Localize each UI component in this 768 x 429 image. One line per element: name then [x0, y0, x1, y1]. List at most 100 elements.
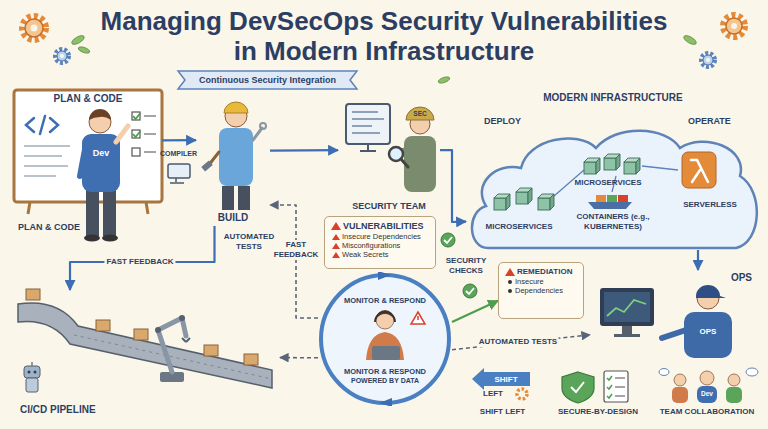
node-text: CI/CD PIPELINE: [20, 404, 280, 416]
edge-label: FAST FEEDBACK: [104, 257, 175, 267]
security-figure: [346, 104, 390, 144]
edge-label: FAST FEEDBACK: [269, 240, 323, 260]
stage-label: PLAN & CODE: [16, 222, 82, 233]
team-icon: [697, 386, 717, 403]
build-stage: BUILD: [196, 96, 270, 226]
builder-figure: [238, 186, 250, 210]
conveyor-belt: [204, 345, 218, 356]
banner-ribbon: [178, 71, 357, 89]
flow-arrow: [70, 226, 215, 290]
ops-monitor: [607, 300, 646, 316]
operator-figure: [375, 312, 395, 322]
container-ship: [596, 195, 606, 202]
edge-label: AUTOMATED TESTS: [477, 337, 559, 347]
serverless-icon: [682, 152, 716, 188]
node-text: Weak Secrets: [330, 250, 430, 259]
cube-icon: [516, 192, 528, 204]
team-icon: [728, 374, 740, 386]
node-text: VULNERABILITIES: [330, 221, 430, 232]
robot-arm: [155, 327, 161, 333]
cycle-ring: [318, 272, 452, 406]
phase-label: OPERATE: [688, 116, 731, 127]
gear-icon: [703, 55, 713, 65]
node-text: OPS: [590, 272, 752, 284]
feedback-arrow: [452, 335, 590, 350]
link-line: [642, 166, 678, 170]
team-icon: [674, 374, 686, 386]
ops-monitor: [614, 334, 640, 337]
cloud-outline: [472, 131, 757, 248]
secure-design-icon: [562, 372, 594, 403]
gear-icon: [55, 49, 69, 63]
node-text: PLAN & CODE: [14, 93, 162, 105]
phase-label: DEPLOY: [484, 116, 521, 127]
builder-figure: [224, 102, 248, 113]
leaf: [438, 76, 451, 85]
flow-arrow: [270, 149, 338, 152]
conveyor-belt: [18, 289, 272, 388]
whiteboard: [26, 116, 58, 134]
small-robot: [24, 362, 40, 392]
team-icon: [746, 368, 758, 376]
developer-figure: [84, 235, 100, 242]
shift-left-icon: [517, 389, 527, 399]
practice-icon: SECURE-BY-DESIGN: [548, 368, 648, 420]
operator-figure: [417, 316, 419, 320]
check-icon: [441, 233, 477, 298]
serverless-icon: [691, 160, 708, 182]
builder-figure: [201, 102, 266, 210]
node-text: SECURITY TEAM: [338, 201, 440, 212]
tool-label: COMPILER: [160, 150, 197, 158]
security-figure: [352, 112, 384, 133]
cube-icon: [528, 188, 532, 204]
whiteboard: [14, 90, 162, 202]
conveyor-belt: [26, 289, 40, 300]
secure-design-icon: [571, 382, 584, 392]
flow-arrow: [440, 150, 466, 222]
helmet-text: SEC: [410, 110, 430, 118]
shirt-text: Dev: [86, 148, 116, 159]
gear-icon: [31, 25, 38, 32]
shift-left-icon: [472, 368, 484, 390]
cube-icon: [604, 158, 616, 170]
icon-text: LEFT: [476, 389, 510, 399]
node-text: POWERED BY DATA: [318, 377, 452, 385]
icon-text: SHIFT: [484, 375, 528, 385]
node-text: CONTAINERS (e.g., KUBERNETES): [566, 212, 660, 232]
node-text: BUILD: [196, 212, 270, 224]
node-text: Insecure Dependencies: [330, 232, 430, 241]
pipeline-stage: CI/CD PIPELINE: [10, 290, 280, 420]
compiler-icon: [168, 164, 190, 183]
ops-monitor: [622, 326, 632, 334]
ops-monitor: [604, 292, 650, 322]
secure-design-icon: [607, 376, 612, 398]
operator-figure: [366, 310, 425, 360]
node-text: MONITOR & RESPOND: [318, 296, 452, 305]
secure-design-icon: [615, 378, 625, 396]
small-robot: [26, 378, 38, 392]
small-robot: [28, 371, 31, 374]
container-group: CONTAINERS (e.g., KUBERNETES): [566, 212, 660, 234]
serverless-icon: [682, 152, 716, 188]
ops-station: OPS: [590, 270, 760, 360]
whiteboard: [24, 146, 70, 176]
security-figure: [346, 104, 436, 192]
shift-left-icon: [484, 372, 530, 386]
small-robot: [24, 366, 40, 378]
builder-figure: [222, 186, 234, 210]
diagram-title: Managing DevSecOps Security Vulnerabilit…: [90, 6, 678, 66]
ops-monitor: [600, 288, 654, 326]
whiteboard: [133, 113, 141, 137]
conveyor-belt: [134, 329, 148, 340]
secure-design-icon: [562, 371, 628, 403]
shift-left-icon: [472, 368, 530, 399]
gear-icon: [723, 15, 745, 37]
compiler-icon: [168, 164, 190, 178]
ops-figure: [662, 285, 732, 358]
container-ship: [618, 195, 628, 202]
gear-icon: [60, 54, 64, 58]
conveyor-belt: [244, 354, 258, 365]
security-figure: [401, 159, 408, 167]
banner-text: Continuous Security Integration: [184, 75, 351, 86]
